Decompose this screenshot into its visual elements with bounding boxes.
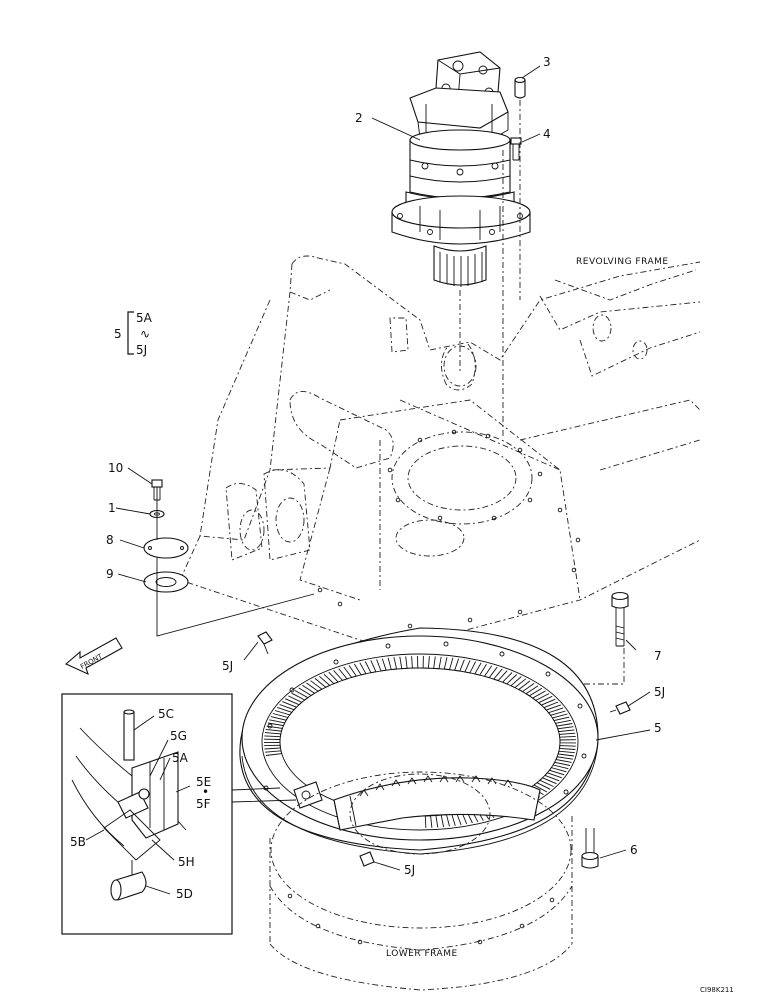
grease-nipple-5j-right: [609, 701, 631, 715]
callout-2: 2: [355, 111, 363, 125]
figure-code: CI98K211: [700, 986, 734, 994]
detail-label-5a: 5A: [172, 751, 189, 765]
detail-label-5d: 5D: [176, 887, 193, 901]
callout-5j-lower: 5J: [404, 863, 415, 877]
detail-separator-dot: •: [202, 785, 209, 799]
callout-6: 6: [630, 843, 638, 857]
detail-inset: [61, 693, 297, 935]
bolt-7: [611, 591, 629, 647]
grease-nipple-5j-left: [257, 631, 273, 655]
revolving-frame-outline: [179, 255, 701, 651]
callout-8: 8: [106, 533, 114, 547]
lower-frame-outline: [269, 771, 573, 991]
detail-label-5b: 5B: [70, 835, 86, 849]
part-5-bracket: 5 5A ∿ 5J: [114, 311, 153, 357]
callout-labels: 2 3 4 10 1 8 9 7 5 6 5J 5J 5J: [106, 55, 665, 877]
bracket-bottom-label: 5J: [136, 343, 147, 357]
cover-8: [143, 537, 189, 559]
revolving-frame-label: REVOLVING FRAME: [576, 257, 669, 267]
detail-label-5e: 5E: [196, 775, 211, 789]
grease-nipple-5j-lower: [359, 851, 375, 867]
detail-label-5c: 5C: [158, 707, 174, 721]
swing-motor-assembly: [391, 51, 531, 287]
callout-5j-left: 5J: [222, 659, 233, 673]
swing-bearing-5: [239, 627, 599, 855]
detail-label-5f: 5F: [196, 797, 211, 811]
callout-1: 1: [108, 501, 116, 515]
callout-7: 7: [654, 649, 662, 663]
detail-label-5h: 5H: [178, 855, 195, 869]
leader-lines: [85, 65, 651, 895]
bolt-6: [581, 828, 599, 869]
callout-5j-right: 5J: [654, 685, 665, 699]
shim-9: [143, 571, 189, 593]
callout-9: 9: [106, 567, 114, 581]
bracket-range-symbol: ∿: [140, 327, 150, 341]
detail-labels: 5C 5G 5A 5E • 5F 5B 5H 5D: [70, 707, 211, 901]
callout-4: 4: [543, 127, 551, 141]
bolt-3: [514, 76, 526, 99]
bracket-number: 5: [114, 327, 122, 341]
callout-10: 10: [108, 461, 123, 475]
bracket-top-label: 5A: [136, 311, 153, 325]
callout-3: 3: [543, 55, 551, 69]
detail-label-5g: 5G: [170, 729, 187, 743]
lower-frame-label: LOWER FRAME: [386, 949, 458, 959]
bolt-4: [510, 137, 522, 161]
front-direction-arrow: FRONT: [64, 637, 123, 676]
callout-5: 5: [654, 721, 662, 735]
